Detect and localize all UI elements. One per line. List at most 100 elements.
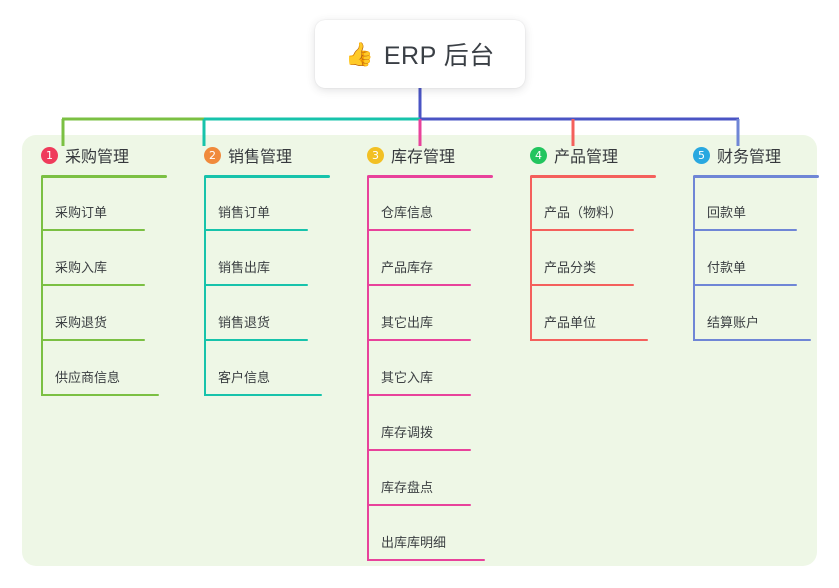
branch-item-underline (41, 229, 145, 231)
branch-item-label: 付款单 (707, 260, 747, 275)
branch-item-label: 产品单位 (544, 315, 597, 330)
branch-item-label: 采购退货 (55, 315, 108, 330)
branch-item-underline (367, 559, 485, 561)
branch-item-underline (41, 394, 159, 396)
branch-item-underline (367, 229, 471, 231)
branch-item[interactable]: 采购退货 (41, 286, 185, 341)
branch-item-underline (204, 284, 308, 286)
branch-item[interactable]: 其它出库 (367, 286, 511, 341)
branch-item-label: 结算账户 (707, 315, 760, 330)
branch-header-underline (367, 175, 493, 178)
branch-item-label: 产品（物料） (544, 205, 623, 220)
root-node[interactable]: 👍 ERP 后台 (315, 20, 525, 88)
branch-item-underline (367, 284, 471, 286)
branch-item-underline (204, 339, 308, 341)
branch-item-underline (693, 284, 797, 286)
branch-column-1: 1 采购管理采购订单采购入库采购退货供应商信息 (22, 135, 185, 396)
branch-item-label: 仓库信息 (381, 205, 434, 220)
branch-item[interactable]: 销售出库 (204, 231, 348, 286)
branch-item[interactable]: 出库库明细 (367, 506, 511, 561)
branch-item[interactable]: 付款单 (693, 231, 837, 286)
branch-item-label: 销售订单 (218, 205, 271, 220)
connector-lines (61, 88, 740, 146)
branch-item[interactable]: 产品分类 (530, 231, 674, 286)
branch-item[interactable]: 采购入库 (41, 231, 185, 286)
branch-item[interactable]: 回款单 (693, 176, 837, 231)
branch-item-list: 销售订单销售出库销售退货客户信息 (204, 176, 348, 396)
branch-item-label: 其它出库 (381, 315, 434, 330)
branch-header-underline (204, 175, 330, 178)
thumbs-up-icon: 👍 (345, 40, 374, 67)
branch-item[interactable]: 其它入库 (367, 341, 511, 396)
branch-header-1[interactable]: 1 采购管理 (22, 135, 185, 175)
branch-column-5: 5 财务管理回款单付款单结算账户 (674, 135, 837, 341)
branch-spine (41, 176, 43, 396)
branch-item-underline (530, 229, 634, 231)
branch-item[interactable]: 仓库信息 (367, 176, 511, 231)
branch-item[interactable]: 产品单位 (530, 286, 674, 341)
branch-item-label: 客户信息 (218, 370, 271, 385)
branch-item[interactable]: 销售订单 (204, 176, 348, 231)
branch-item-label: 销售出库 (218, 260, 271, 275)
branch-number-badge: 4 (530, 146, 547, 164)
branch-title: 财务管理 (717, 149, 782, 166)
branch-spine (693, 176, 695, 341)
branch-item-label: 供应商信息 (55, 370, 121, 385)
branch-item-underline (530, 284, 634, 286)
branch-item-label: 其它入库 (381, 370, 434, 385)
branch-item-underline (41, 339, 145, 341)
branch-item-underline (530, 339, 648, 341)
branch-header-underline (530, 175, 656, 178)
branch-item-label: 采购入库 (55, 260, 108, 275)
branch-title: 产品管理 (554, 149, 619, 166)
branch-spine (367, 176, 369, 561)
branch-columns: 1 采购管理采购订单采购入库采购退货供应商信息 2 销售管理销售订单销售出库销售退货客… (22, 135, 819, 566)
branch-item[interactable]: 库存盘点 (367, 451, 511, 506)
branch-item-label: 销售退货 (218, 315, 271, 330)
branch-number-badge: 5 (693, 146, 710, 164)
branch-item-underline (367, 339, 471, 341)
branch-title: 库存管理 (391, 149, 456, 166)
branch-item-label: 回款单 (707, 205, 747, 220)
branch-item[interactable]: 采购订单 (41, 176, 185, 231)
branch-header-2[interactable]: 2 销售管理 (185, 135, 348, 175)
branch-item[interactable]: 结算账户 (693, 286, 837, 341)
branch-item[interactable]: 客户信息 (204, 341, 348, 396)
branch-header-4[interactable]: 4 产品管理 (511, 135, 674, 175)
branch-number-badge: 1 (41, 146, 58, 164)
branch-item-underline (41, 284, 145, 286)
branch-item-underline (367, 504, 471, 506)
branch-number-badge: 2 (204, 146, 221, 164)
branch-item-list: 回款单付款单结算账户 (693, 176, 837, 341)
branch-column-4: 4 产品管理产品（物料） 产品分类产品单位 (511, 135, 674, 341)
branch-item-underline (204, 229, 308, 231)
branch-item-list: 产品（物料） 产品分类产品单位 (530, 176, 674, 341)
branch-column-2: 2 销售管理销售订单销售出库销售退货客户信息 (185, 135, 348, 396)
branch-item-underline (204, 394, 322, 396)
branch-item[interactable]: 供应商信息 (41, 341, 185, 396)
branch-item-label: 库存盘点 (381, 480, 434, 495)
branch-item-list: 仓库信息产品库存其它出库其它入库库存调拨库存盘点出库库明细 (367, 176, 511, 561)
branch-item-label: 采购订单 (55, 205, 108, 220)
branch-item-label: 出库库明细 (381, 535, 447, 550)
branch-title: 销售管理 (228, 149, 293, 166)
branch-item[interactable]: 产品库存 (367, 231, 511, 286)
branch-item[interactable]: 库存调拨 (367, 396, 511, 451)
branch-item[interactable]: 产品（物料） (530, 176, 674, 231)
branch-header-underline (41, 175, 167, 178)
root-node-title: ERP 后台 (383, 42, 495, 70)
branch-item-underline (367, 394, 471, 396)
branch-panel (22, 135, 817, 566)
branch-item-underline (693, 229, 797, 231)
branch-item-label: 产品库存 (381, 260, 434, 275)
branch-header-5[interactable]: 5 财务管理 (674, 135, 837, 175)
branch-spine (204, 176, 206, 396)
branch-item[interactable]: 销售退货 (204, 286, 348, 341)
branch-item-underline (367, 449, 471, 451)
branch-item-label: 库存调拨 (381, 425, 434, 440)
branch-title: 采购管理 (65, 149, 130, 166)
branch-header-underline (693, 175, 819, 178)
